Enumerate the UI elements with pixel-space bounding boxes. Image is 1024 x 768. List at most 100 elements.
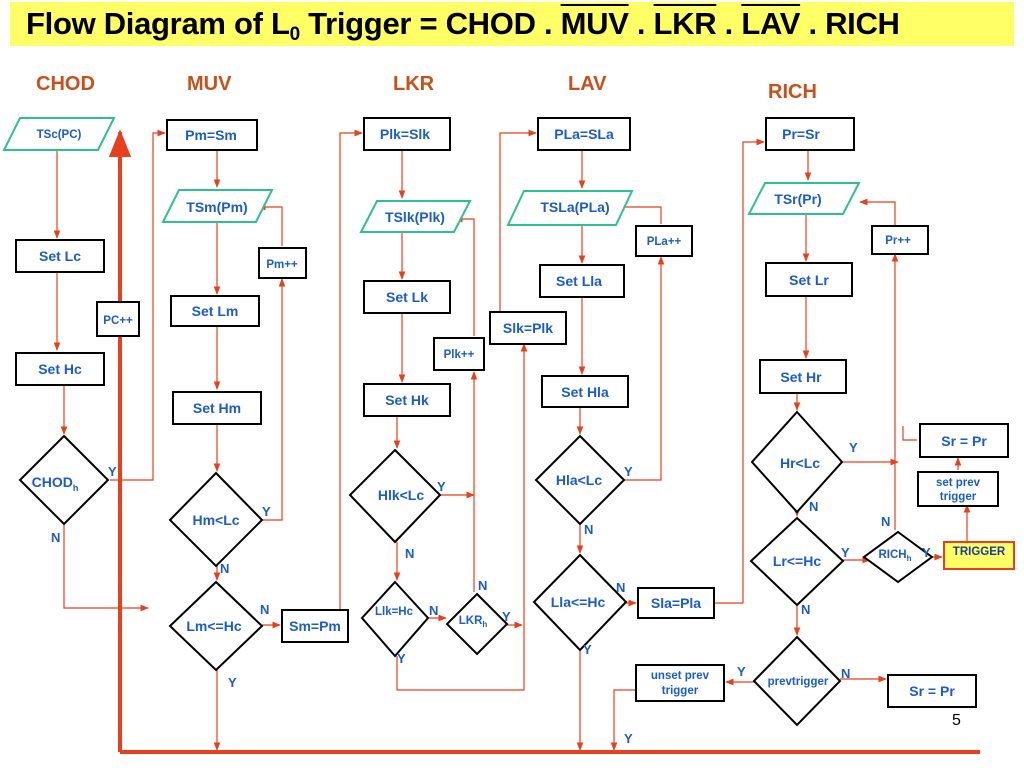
lav-sla-pla-label: Sla=Pla [651,595,701,611]
muv-pm-sm-label: Pm=Sm [185,127,237,143]
chod-tsc-label: TSc(PC) [37,129,82,141]
rich-h-yes: Y [922,545,931,560]
muv-set-lm-node [170,295,260,327]
lav-set-hla-label: Set Hla [561,384,609,400]
muv-sm-pm-label: Sm=Pm [289,618,341,634]
lav-pla-sla-label: PLa=SLa [554,126,614,142]
chod-h-label: CHODh [32,474,79,493]
lkr-hlk-lc-label: Hlk<Lc [378,487,425,503]
muv-hm-lc-yes: Y [262,504,271,519]
muv-pm-inc-label: Pm++ [266,259,298,271]
rich-sr-pr-bottom-label: Sr = Pr [909,683,955,699]
rich-hr-lc-no: N [809,499,818,514]
muv-lm-hc-decision [168,580,264,672]
rich-sr-pr-top-node [919,423,1009,458]
muv-tsm-node [161,189,274,223]
lkr-llk-hc-decision [360,580,430,658]
lav-pla-inc-label: PLa++ [647,236,682,248]
chod-set-lc-label: Set Lc [39,248,81,264]
lkr-tslk-node [359,200,472,233]
rich-prevtrigger-decision [752,635,842,727]
lav-sla-pla-node [637,587,715,619]
muv-pm-sm-node [166,119,258,151]
rich-pr-inc-label: Pr++ [885,235,911,247]
rich-prevtrigger-no: N [841,666,850,681]
rich-lr-hc-label: Lr<=Hc [773,553,821,569]
lkr-h-decision [445,592,509,656]
lkr-hlk-lc-decision [348,448,442,544]
muv-column: Pm=Sm TSm(Pm) Pm++ Set Lm Set Hm Hm<Lc L… [161,119,349,690]
rich-set-prev-line2: trigger [940,491,977,503]
connectors [53,129,980,754]
chod-set-hc-label: Set Hc [38,361,82,377]
muv-lm-hc-label: Lm<=Hc [186,618,241,634]
lav-tsla-node [506,190,634,226]
lav-lla-hc-decision [532,553,628,652]
lkr-set-lk-label: Set Lk [386,289,428,305]
lkr-llk-hc-label: Llk=Hc [375,606,414,618]
lav-set-lla-node [539,264,625,298]
rich-tsr-node [747,182,861,215]
rich-unset-prev-yes: Y [624,731,633,746]
header-lkr: LKR [393,73,435,95]
header-lav: LAV [568,73,607,95]
muv-sm-pm-node [281,609,349,643]
lav-lla-hc-no: N [616,580,625,595]
rich-set-hr-node [759,359,847,394]
lav-lla-hc-yes: Y [583,642,592,657]
rich-set-hr-label: Set Hr [780,369,822,385]
lkr-set-hk-node [363,383,451,417]
lkr-slk-plk-node [489,311,567,345]
rich-h-label: RICHh [878,549,911,563]
muv-pm-inc-node [258,247,307,279]
lav-hla-lc-yes: Y [624,464,633,479]
header-chod: CHOD [36,73,95,95]
rich-prevtrigger-yes: Y [737,664,746,679]
rich-hr-lc-yes: Y [849,440,858,455]
lav-column: PLa=SLa TSLa(PLa) PLa++ Set Lla Set Hla … [506,117,715,657]
page-number: 5 [952,712,961,729]
lav-hla-lc-decision [534,434,626,526]
lav-lla-hc-label: Lla<=Hc [551,594,606,610]
rich-prevtrigger-label: prevtrigger [768,676,829,688]
lkr-h-no: N [478,578,487,593]
rich-trigger-node [943,541,1015,570]
rich-hr-lc-label: Hr<Lc [780,455,820,471]
rich-pr-sr-node [765,117,855,151]
lkr-h-label: LKRh [459,615,488,629]
muv-hm-lc-label: Hm<Lc [192,512,239,528]
lkr-llk-hc-yes: Y [397,651,406,666]
chod-set-lc-node [15,239,105,273]
rich-h-decision [862,530,934,584]
rich-lr-hc-yes: Y [841,545,850,560]
title-lkr: LKR [653,6,717,41]
rich-h-no: N [881,514,890,529]
rich-column: Pr=Sr TSr(Pr) Pr++ Set Lr Set Hr Hr<Lc L… [624,117,1015,746]
lav-set-lla-label: Set Lla [556,273,602,289]
header-rich: RICH [768,81,817,103]
title-lav: LAV [741,6,801,41]
lav-pla-sla-node [537,117,631,151]
lkr-plk-inc-label: Plk++ [444,349,475,361]
rich-set-prev-line1: set prev [936,477,981,489]
rich-pr-sr-label: Pr=Sr [782,126,820,142]
lkr-tslk-label: TSlk(Plk) [385,209,445,225]
lkr-plk-slk-node [363,117,451,151]
lkr-column: Plk=Slk TSlk(Plk) Set Lk Plk++ Slk=Plk S… [348,117,567,666]
title-bar: Flow Diagram of L0 Trigger = CHOD . MUV … [10,2,1014,46]
muv-set-hm-label: Set Hm [193,400,241,416]
chod-h-yes: Y [108,464,117,479]
muv-tsm-label: TSm(Pm) [186,199,247,215]
chod-tsc-node [2,117,116,151]
muv-set-lm-label: Set Lm [192,303,239,319]
lkr-llk-hc-no: N [429,603,438,618]
lav-hla-lc-label: Hla<Lc [556,472,603,488]
lkr-slk-plk-label: Slk=Plk [503,320,553,336]
chod-h-no: N [51,530,60,545]
lkr-hlk-lc-yes: Y [437,479,446,494]
rich-pr-inc-node [871,225,929,255]
lkr-set-hk-label: Set Hk [385,392,429,408]
chod-h-decision [18,434,110,526]
rich-unset-prev-node [635,664,725,702]
